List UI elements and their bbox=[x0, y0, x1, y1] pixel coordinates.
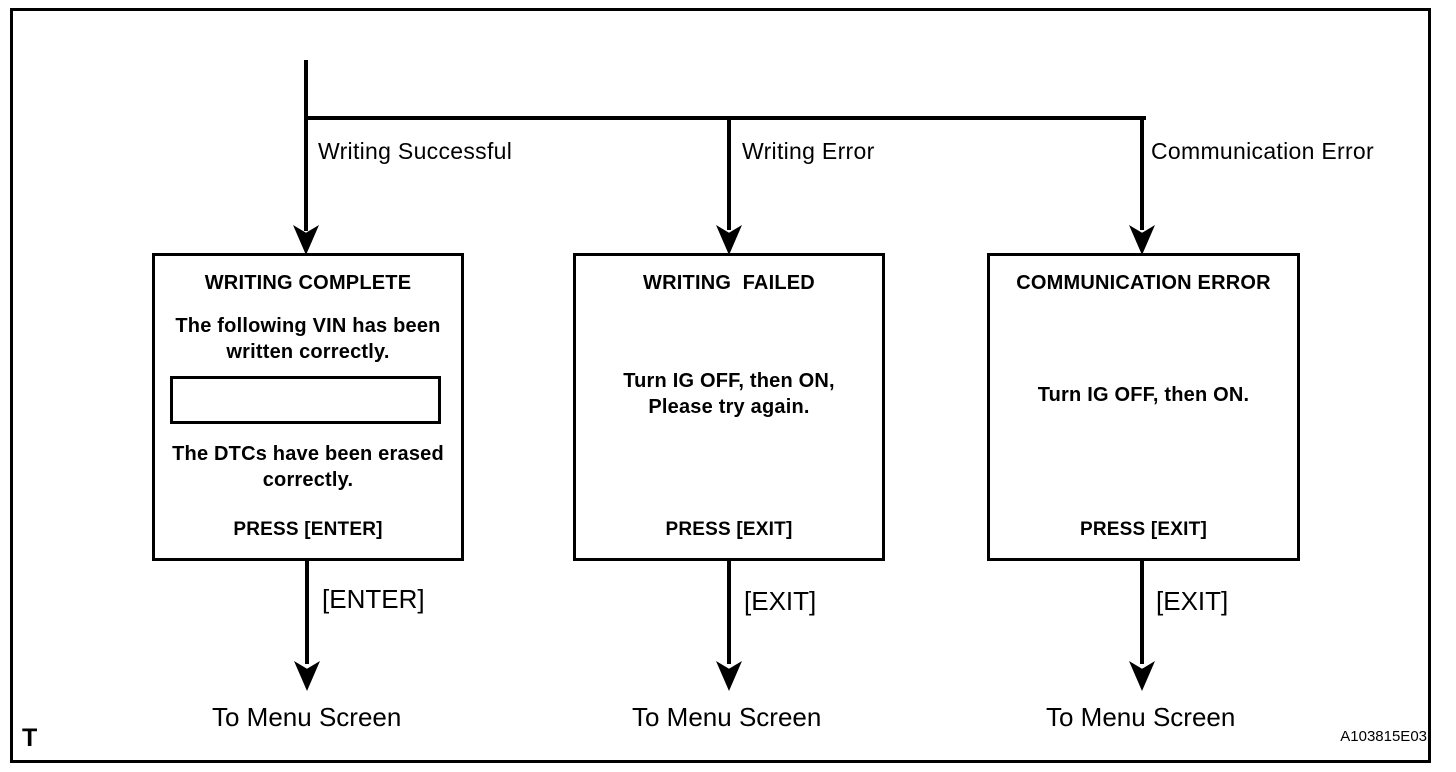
connector-exit1-vertical bbox=[305, 561, 309, 664]
screen-box-writing-complete: WRITING COMPLETE The following VIN has b… bbox=[152, 253, 464, 561]
destination-to-menu-screen: To Menu Screen bbox=[212, 702, 402, 732]
branch-condition-writing-successful: Writing Successful bbox=[318, 138, 513, 164]
screen-title: WRITING FAILED bbox=[643, 272, 815, 294]
connector-stem-vertical bbox=[304, 60, 308, 231]
figure-code: A103815E03 bbox=[1340, 728, 1427, 745]
screen-message-ig-off-on: Turn IG OFF, then ON. bbox=[1037, 384, 1250, 406]
press-instruction: PRESS [EXIT] bbox=[1080, 519, 1207, 540]
connector-exit3-vertical bbox=[1140, 561, 1144, 664]
screen-box-writing-failed: WRITING FAILED Turn IG OFF, then ON, Ple… bbox=[573, 253, 885, 561]
key-label-exit: [EXIT] bbox=[1156, 586, 1229, 616]
connector-branch-horizontal bbox=[304, 116, 1146, 120]
press-instruction: PRESS [EXIT] bbox=[665, 519, 793, 540]
screen-title: WRITING COMPLETE bbox=[204, 272, 412, 294]
screen-message-try-again: Turn IG OFF, then ON, Please try again. bbox=[623, 370, 835, 419]
connector-branch3-vertical bbox=[1140, 116, 1144, 230]
screen-box-communication-error: COMMUNICATION ERROR Turn IG OFF, then ON… bbox=[987, 253, 1300, 561]
branch-condition-writing-error: Writing Error bbox=[742, 138, 875, 164]
destination-to-menu-screen: To Menu Screen bbox=[632, 702, 822, 732]
vin-display-field bbox=[170, 376, 441, 424]
branch-condition-communication-error: Communication Error bbox=[1151, 138, 1374, 164]
destination-to-menu-screen: To Menu Screen bbox=[1046, 702, 1236, 732]
screen-message-vin-written: The following VIN has been written corre… bbox=[175, 315, 441, 364]
connector-branch2-vertical bbox=[727, 116, 731, 230]
screen-message-dtc-erased: The DTCs have been erased correctly. bbox=[172, 443, 444, 492]
key-label-exit: [EXIT] bbox=[744, 586, 817, 616]
key-label-enter: [ENTER] bbox=[322, 584, 425, 614]
press-instruction: PRESS [ENTER] bbox=[233, 519, 383, 540]
connector-exit2-vertical bbox=[727, 561, 731, 664]
corner-mark-t: T bbox=[22, 724, 38, 752]
figure-border bbox=[10, 8, 1431, 763]
screen-title: COMMUNICATION ERROR bbox=[1016, 272, 1271, 294]
